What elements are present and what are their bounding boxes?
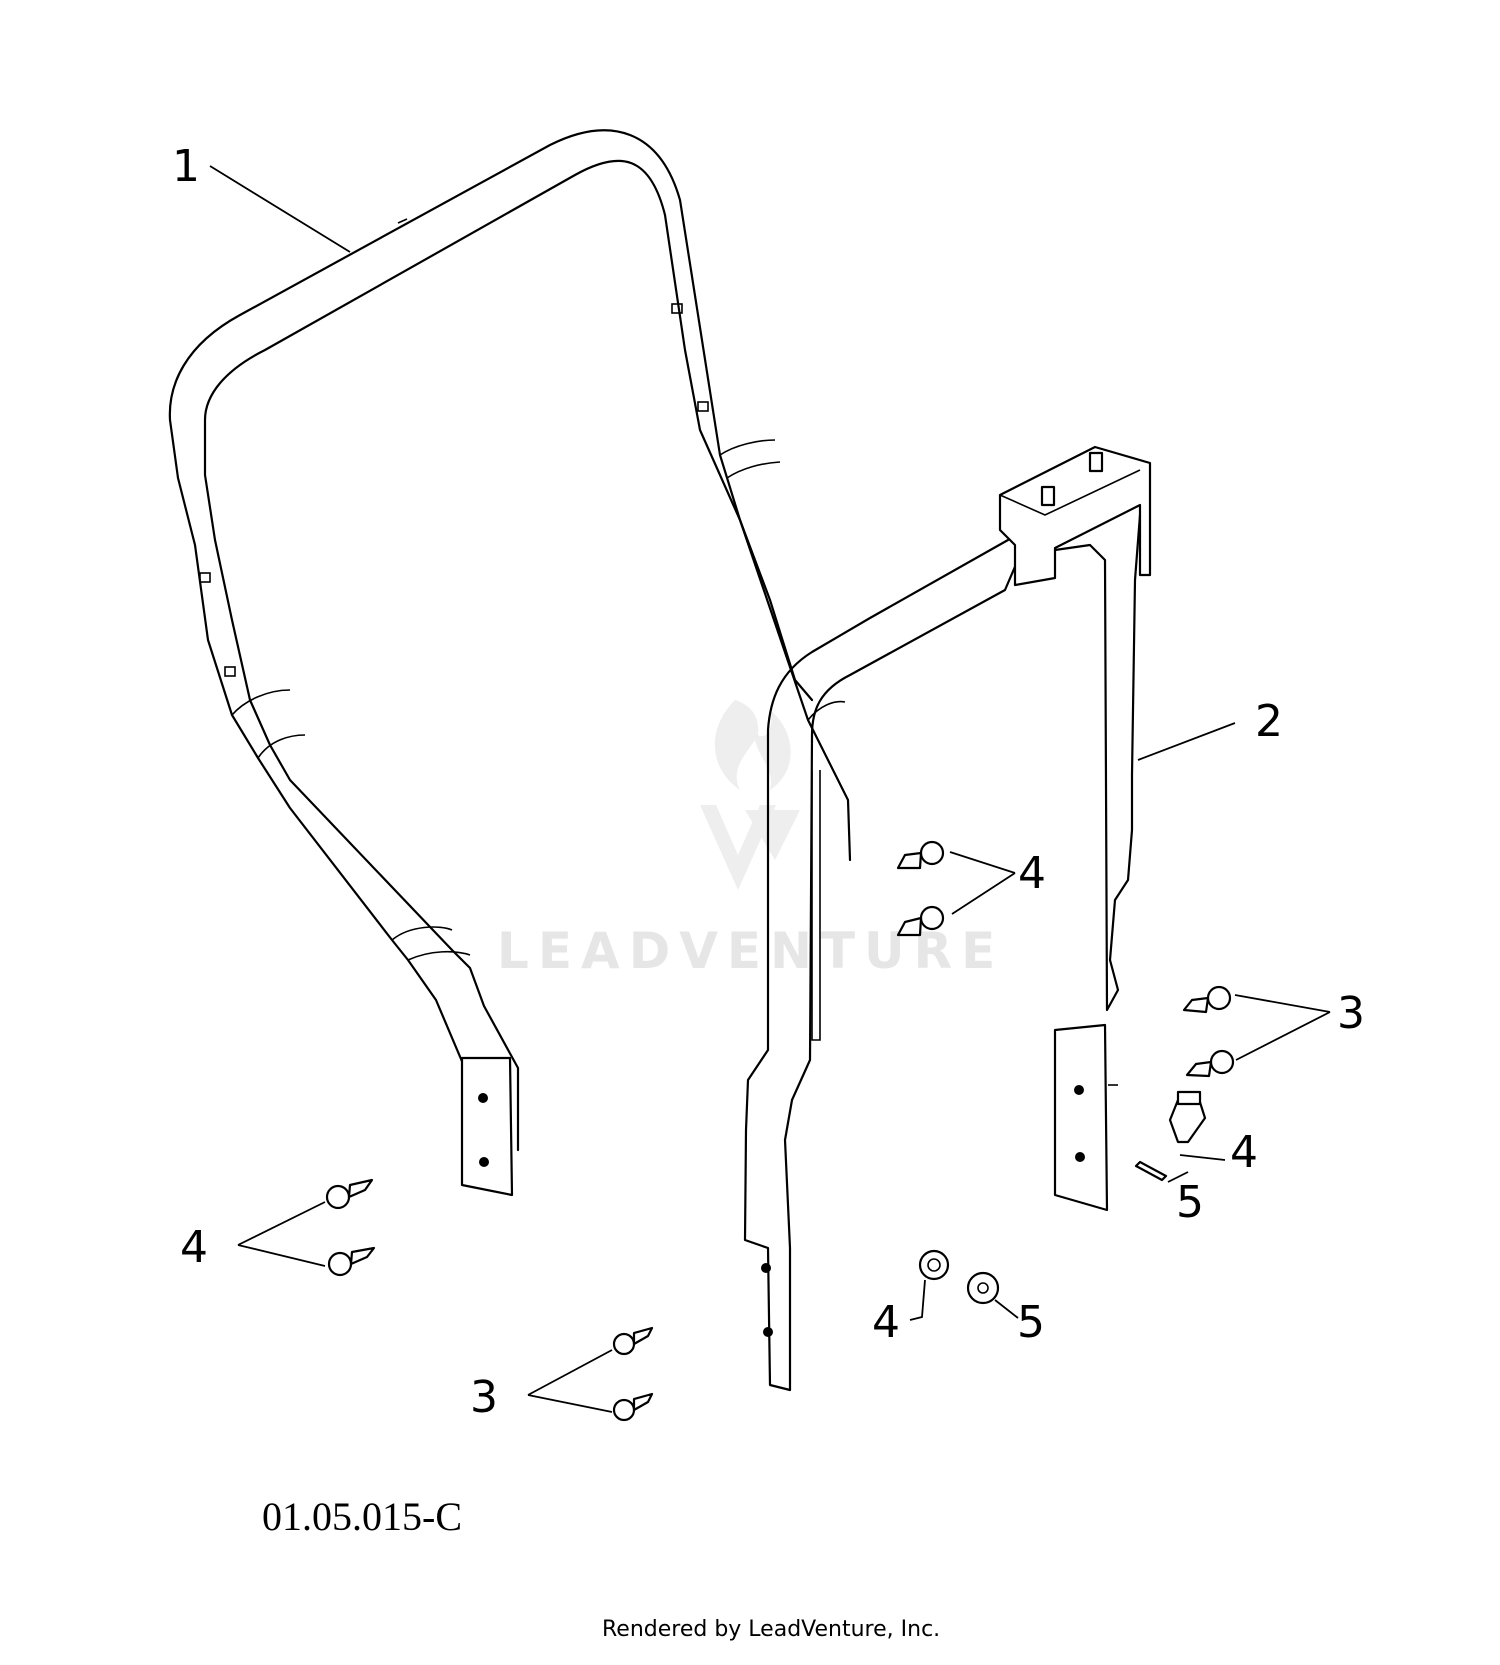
bolt-icon: [896, 840, 945, 870]
callout-5-bottom: 5: [1017, 1297, 1045, 1348]
callout-3-right: 3: [1337, 988, 1365, 1039]
pin-icon: [1134, 1160, 1168, 1182]
callouts: 1 2 4 3 4 5 4 3 4 5: [172, 141, 1365, 1423]
bolt-icon: [612, 1392, 654, 1422]
callout-3-bottom: 3: [470, 1372, 498, 1423]
bolt-icon: [612, 1326, 654, 1356]
bolt-icon: [1168, 1090, 1207, 1144]
bolt-icon: [896, 905, 945, 937]
hardware: [325, 840, 1235, 1422]
drawing-code: 01.05.015-C: [262, 1494, 462, 1539]
callout-1: 1: [172, 141, 200, 192]
callout-4-bottom: 4: [872, 1297, 900, 1348]
watermark-logo-icon: [700, 700, 800, 890]
bolt-icon: [327, 1246, 376, 1277]
washer-icon: [966, 1271, 1000, 1305]
watermark-text: LEADVENTURE: [497, 922, 1004, 980]
callout-4-right: 4: [1230, 1127, 1258, 1178]
bolt-icon: [1185, 1049, 1235, 1078]
nut-icon: [918, 1249, 950, 1281]
leader-lines: [209, 165, 1331, 1413]
callout-4-left: 4: [180, 1222, 208, 1273]
callout-4-upper: 4: [1018, 848, 1046, 899]
render-credit: Rendered by LeadVenture, Inc.: [602, 1617, 940, 1642]
callout-5-right: 5: [1176, 1177, 1204, 1228]
bolt-icon: [1182, 985, 1232, 1014]
callout-2: 2: [1255, 696, 1283, 747]
roll-bar-frame: [168, 129, 852, 1197]
rear-frame: [743, 445, 1152, 1392]
watermark: LEADVENTURE: [497, 700, 1004, 980]
bolt-icon: [325, 1178, 374, 1210]
